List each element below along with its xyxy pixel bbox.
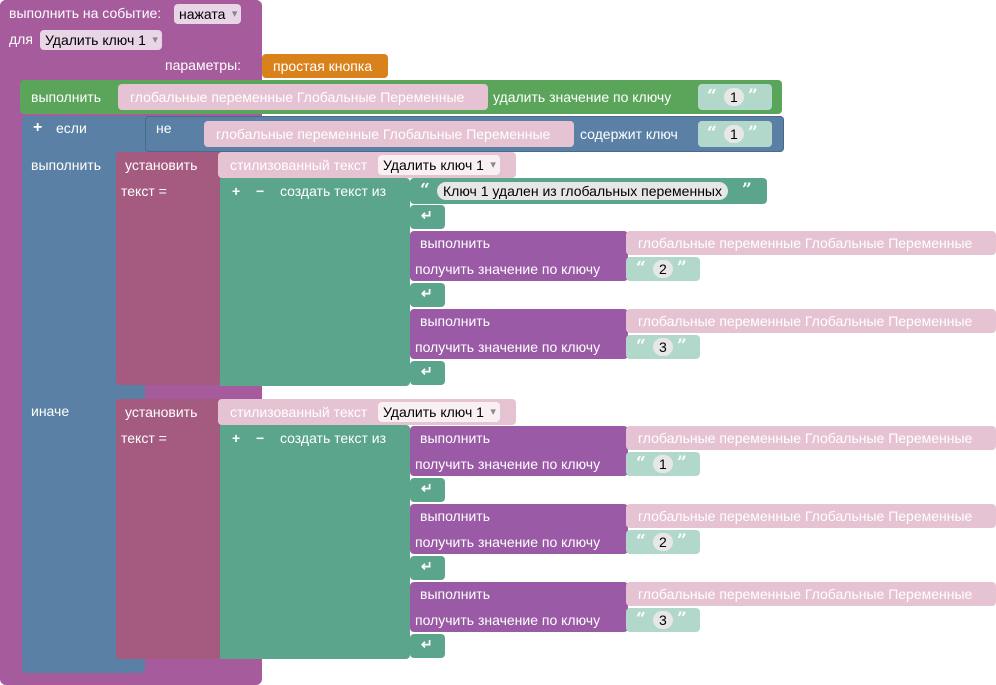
close-quote-icon: ” — [677, 258, 687, 278]
newline-block[interactable] — [410, 478, 445, 502]
call-get-label: получить значение по ключу — [415, 612, 601, 628]
param-block[interactable] — [262, 54, 388, 78]
minus-icon[interactable]: − — [256, 430, 265, 446]
set-header-1 — [116, 152, 220, 178]
newline-block[interactable] — [410, 205, 445, 229]
minus-icon[interactable]: − — [256, 183, 265, 199]
create-text-label-2: создать текст из — [280, 430, 387, 446]
param-value: простая кнопка — [273, 58, 373, 74]
call-remove-label: выполнить — [31, 89, 101, 105]
call-get-do-label: выполнить — [420, 430, 490, 446]
params-label: параметры: — [165, 57, 242, 73]
remove-action-label: удалить значение по ключу — [493, 89, 672, 105]
key-value[interactable]: 2 — [653, 260, 673, 278]
gvar-ref-if-label: глобальные переменные Глобальные Перемен… — [216, 126, 551, 142]
text-eq-label-2: текст = — [121, 430, 167, 446]
open-quote-icon: “ — [707, 86, 717, 106]
gvar-ref[interactable] — [626, 426, 996, 450]
contains-key-label: содержит ключ — [580, 126, 678, 142]
close-quote-icon: ” — [677, 609, 687, 629]
call-get-do-label: выполнить — [420, 313, 490, 329]
close-quote-icon: ” — [677, 453, 687, 473]
call-get-do-label: выполнить — [420, 235, 490, 251]
gvar-ref-label: глобальные переменные Глобальные Перемен… — [638, 430, 973, 446]
call-get-block[interactable] — [410, 231, 628, 281]
key-value[interactable]: 3 — [653, 338, 673, 356]
call-get-block[interactable] — [410, 309, 628, 359]
call-get-do-label: выполнить — [420, 508, 490, 524]
open-quote-icon: “ — [420, 180, 430, 200]
gvar-ref-label: глобальные переменные Глобальные Перемен… — [638, 586, 973, 602]
gvar-ref[interactable] — [626, 309, 996, 333]
newline-block[interactable] — [410, 634, 445, 658]
gvar-ref[interactable] — [626, 231, 996, 255]
styled-text-label-2: стилизованный текст — [230, 404, 368, 420]
open-quote-icon: “ — [636, 258, 646, 278]
set-label-1: установить — [125, 157, 198, 173]
call-get-label: получить значение по ключу — [415, 261, 601, 277]
plus-icon[interactable]: + — [232, 183, 241, 199]
gvar-ref-label: глобальные переменные Глобальные Перемен… — [638, 313, 973, 329]
create-text-block-2[interactable] — [220, 425, 410, 659]
open-quote-icon: “ — [636, 453, 646, 473]
call-get-block[interactable] — [410, 582, 628, 632]
close-quote-icon: ” — [748, 86, 758, 106]
return-icon: ↵ — [421, 207, 433, 223]
return-icon: ↵ — [421, 285, 433, 301]
gvar-ref[interactable] — [626, 582, 996, 606]
set-block-1[interactable] — [116, 152, 220, 385]
mutator-plus-icon[interactable]: + — [33, 119, 43, 136]
key-value[interactable]: 1 — [653, 455, 673, 473]
open-quote-icon: “ — [636, 336, 646, 356]
not-label: не — [156, 120, 172, 136]
gvar-ref-if[interactable] — [204, 121, 574, 147]
styled-text-label-1: стилизованный текст — [230, 157, 368, 173]
call-get-block[interactable] — [410, 504, 628, 554]
gvar-ref[interactable] — [626, 504, 996, 528]
set-label-2: установить — [125, 404, 198, 420]
else-label: иначе — [31, 403, 70, 419]
call-get-label: получить значение по ключу — [415, 339, 601, 355]
call-get-label: получить значение по ключу — [415, 534, 601, 550]
if-label: если — [56, 120, 87, 136]
component-dropdown[interactable]: Удалить ключ 1 — [40, 30, 162, 50]
gvar-ref-label: глобальные переменные Глобальные Перемен… — [638, 235, 973, 251]
gvar-ref-label: глобальные переменные Глобальные Перемен… — [638, 508, 973, 524]
event-dropdown[interactable]: нажата — [174, 4, 242, 24]
open-quote-icon: “ — [636, 609, 646, 629]
key-value[interactable]: 2 — [653, 533, 673, 551]
call-get-block[interactable] — [410, 426, 628, 476]
key-value[interactable]: 1 — [724, 88, 744, 106]
close-quote-icon: ” — [677, 531, 687, 551]
call-get-do-label: выполнить — [420, 586, 490, 602]
close-quote-icon: ” — [742, 180, 752, 200]
return-icon: ↵ — [421, 636, 433, 652]
gvar-ref[interactable] — [118, 84, 488, 110]
open-quote-icon: “ — [707, 123, 717, 143]
styled-text-dropdown-1[interactable]: Удалить ключ 1 — [378, 155, 500, 175]
if-key-value[interactable]: 1 — [724, 125, 744, 143]
newline-block[interactable] — [410, 361, 445, 385]
newline-block[interactable] — [410, 283, 445, 307]
call-get-label: получить значение по ключу — [415, 456, 601, 472]
set-block-2[interactable] — [116, 399, 220, 659]
text-eq-label-1: текст = — [121, 183, 167, 199]
close-quote-icon: ” — [677, 336, 687, 356]
open-quote-icon: “ — [636, 531, 646, 551]
create-text-label-1: создать текст из — [280, 183, 387, 199]
return-icon: ↵ — [421, 363, 433, 379]
then-label: выполнить — [31, 157, 101, 173]
close-quote-icon: ” — [748, 123, 758, 143]
return-icon: ↵ — [421, 558, 433, 574]
newline-block[interactable] — [410, 556, 445, 580]
styled-text-dropdown-2[interactable]: Удалить ключ 1 — [378, 402, 500, 422]
event-label: выполнить на событие: — [9, 5, 162, 21]
gvar-ref-label: глобальные переменные Глобальные Перемен… — [130, 89, 465, 105]
create-text-block-1[interactable] — [220, 178, 410, 386]
text-literal-value-1[interactable]: Ключ 1 удален из глобальных переменных — [437, 182, 728, 200]
plus-icon[interactable]: + — [232, 430, 241, 446]
key-value[interactable]: 3 — [653, 611, 673, 629]
for-label: для — [9, 31, 33, 47]
return-icon: ↵ — [421, 480, 433, 496]
